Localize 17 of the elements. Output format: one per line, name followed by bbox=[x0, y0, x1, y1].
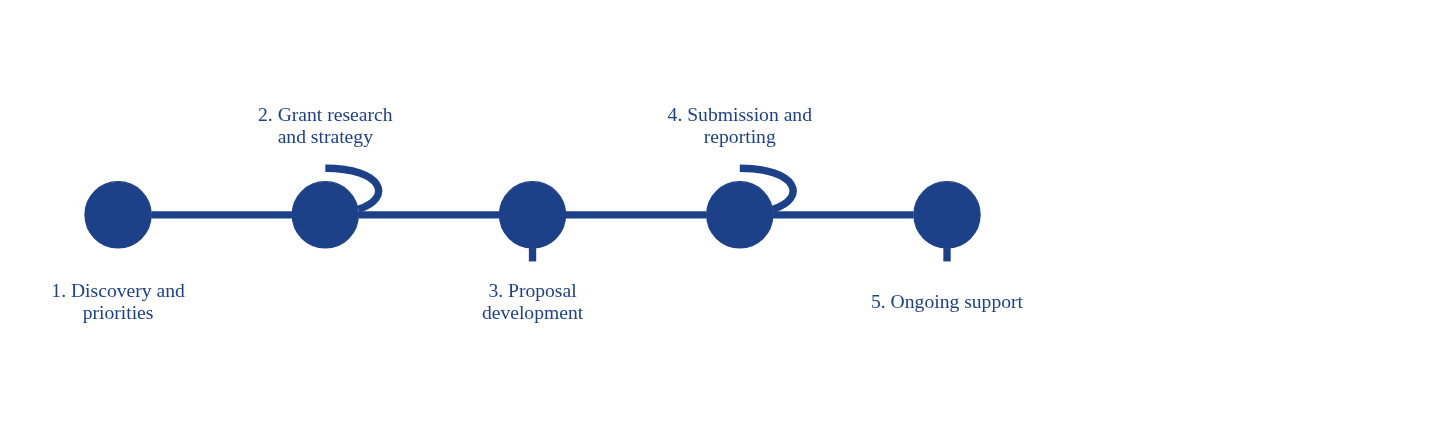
node-circle bbox=[84, 180, 152, 249]
connector bbox=[358, 210, 500, 218]
connector bbox=[528, 247, 537, 261]
node-circle bbox=[706, 180, 774, 249]
node-label: 2. Grant research and strategy bbox=[258, 103, 393, 147]
connector bbox=[943, 247, 951, 261]
connector bbox=[151, 210, 292, 218]
connector bbox=[739, 164, 797, 213]
node-circle bbox=[913, 180, 981, 249]
connector bbox=[565, 210, 707, 218]
node-circle bbox=[291, 180, 360, 249]
node-circle bbox=[498, 180, 567, 249]
connector bbox=[772, 210, 914, 218]
node-label: 4. Submission and reporting bbox=[667, 103, 812, 147]
node-label: 1. Discovery and priorities bbox=[51, 279, 185, 323]
node-label: 3. Proposal development bbox=[481, 279, 584, 323]
node-label: 5. Ongoing support bbox=[871, 290, 1023, 312]
